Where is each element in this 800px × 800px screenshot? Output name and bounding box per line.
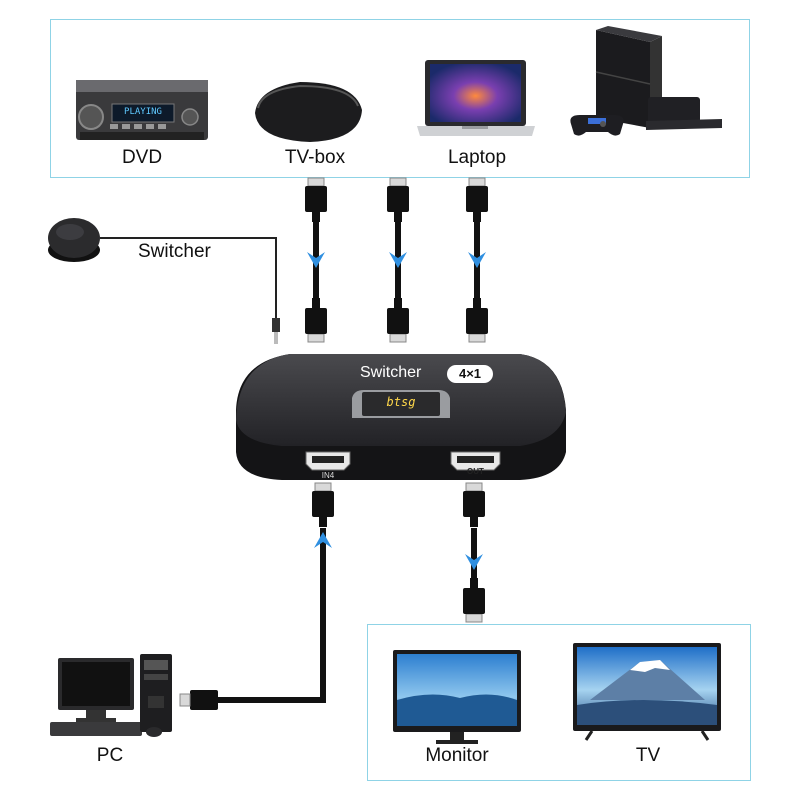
- output-hdmi-cable: [462, 482, 486, 623]
- port-in-label: IN4: [321, 471, 335, 480]
- remote-label: Switcher: [138, 241, 211, 262]
- source-label-dvd: DVD: [121, 147, 163, 168]
- source-label-tv-box: TV-box: [284, 147, 346, 168]
- switcher-title: Switcher: [360, 364, 422, 381]
- pc-hdmi-cable: [179, 482, 335, 710]
- hdmi-cable-1: [304, 177, 328, 343]
- dvd-screen-text: PLAYING: [124, 107, 162, 117]
- switcher-badge: 4×1: [458, 366, 482, 381]
- hdmi-cable-3: [465, 177, 489, 343]
- switcher-select-button[interactable]: btsg: [386, 395, 416, 409]
- output-label-monitor: Monitor: [425, 745, 489, 766]
- source-label-laptop: Laptop: [447, 147, 507, 168]
- hdmi-cable-2: [386, 177, 410, 343]
- pc-label: PC: [96, 745, 124, 766]
- output-label-tv: TV: [635, 745, 661, 766]
- port-out-label: OUT: [467, 467, 484, 476]
